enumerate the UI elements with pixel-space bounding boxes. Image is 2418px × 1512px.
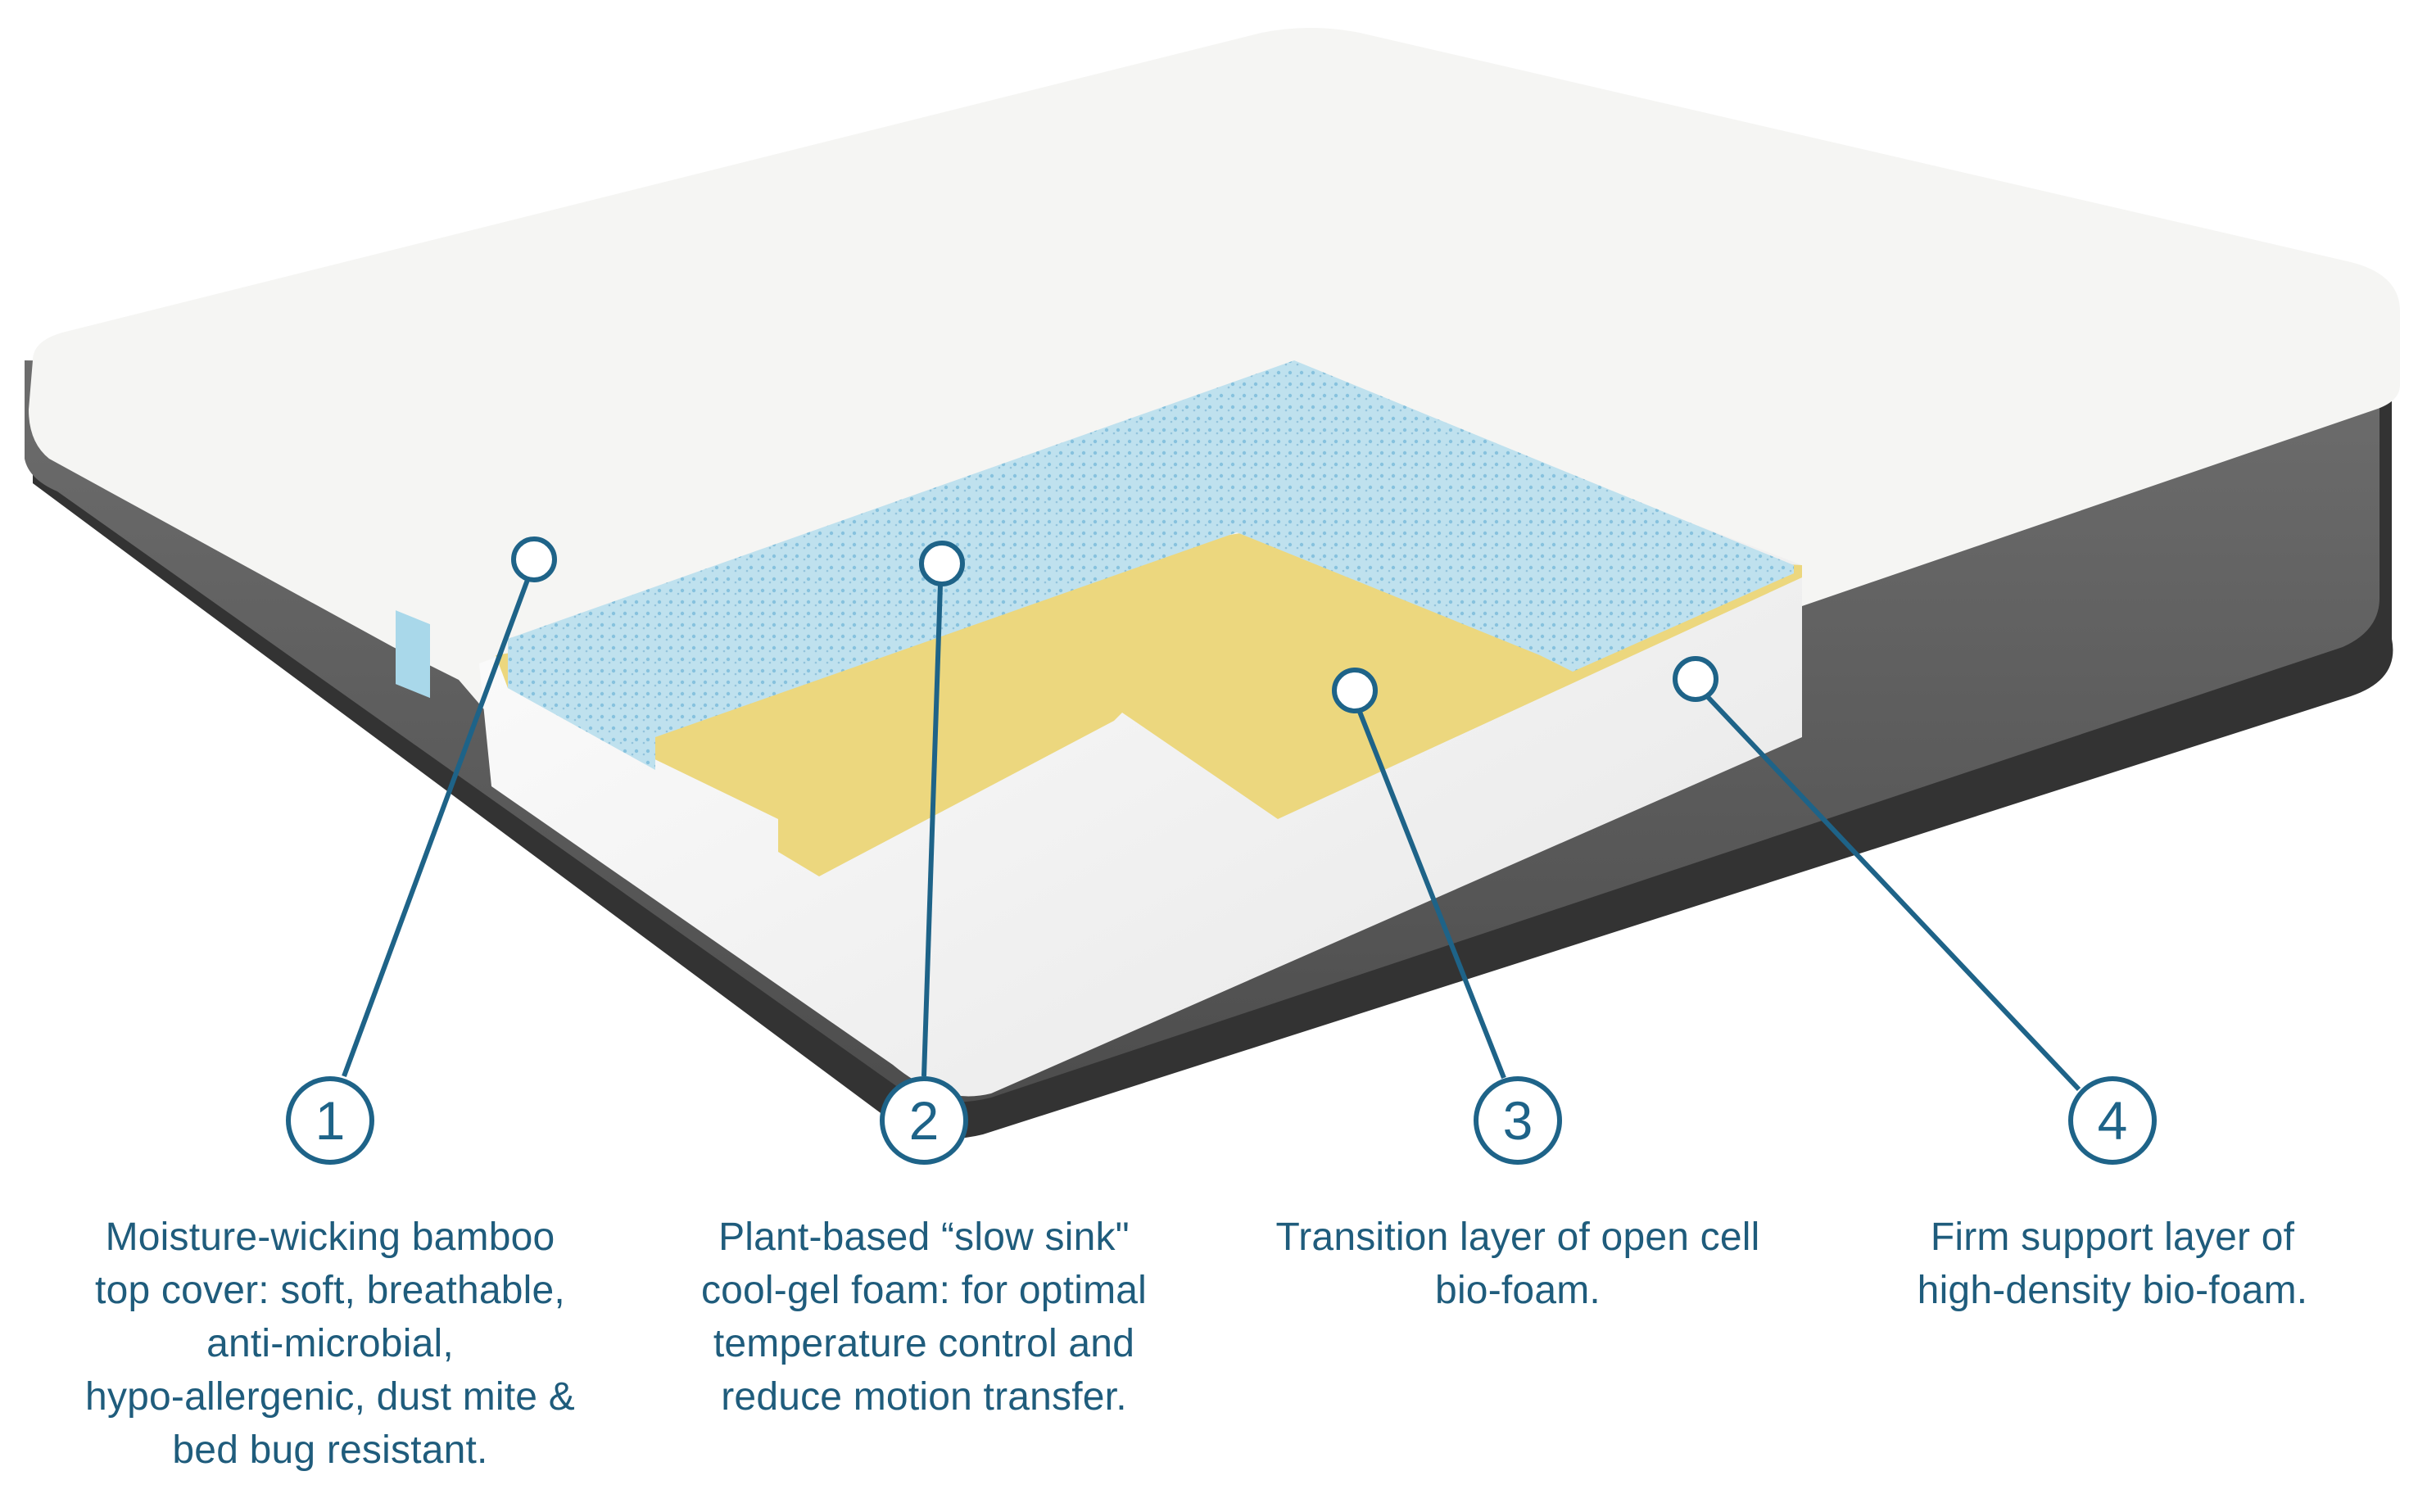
callout-description-1: Moisture-wicking bamboo top cover: soft,… [43,1211,617,1477]
desc-line: Firm support layer of [1930,1215,2295,1259]
desc-line: Transition layer of open cell [1275,1215,1760,1259]
brand-tag [396,610,430,699]
callout-number-3: 3 [1474,1076,1562,1165]
desc-line: Plant-based “slow sink" [718,1215,1130,1259]
layer-markers [511,536,1718,713]
callout-description-4: Firm support layer of high-density bio-f… [1826,1211,2399,1317]
callout-number-4: 4 [2068,1076,2157,1165]
callout-description-2: Plant-based “slow sink" cool-gel foam: f… [637,1211,1211,1424]
callout-description-3: Transition layer of open cell bio-foam. [1231,1211,1804,1317]
desc-line: temperature control and [713,1322,1135,1365]
marker-1 [511,536,557,582]
desc-line: cool-gel foam: for optimal [700,1269,1148,1312]
desc-line: hypo-allergenic, dust mite & [85,1375,575,1419]
desc-line: reduce motion transfer. [721,1375,1127,1419]
desc-line: Moisture-wicking bamboo [105,1215,555,1259]
desc-line: top cover: soft, breathable, [95,1269,565,1312]
desc-line: anti-microbial, [206,1322,454,1365]
callout-number-2: 2 [880,1076,968,1165]
desc-line: bed bug resistant. [172,1428,488,1472]
marker-2 [919,541,965,586]
callout-number-1: 1 [286,1076,374,1165]
desc-line: bio-foam. [1435,1269,1601,1312]
desc-line: high-density bio-foam. [1917,1269,2308,1312]
marker-4 [1673,656,1718,702]
leader-lines [342,578,2081,1092]
marker-3 [1332,668,1378,713]
